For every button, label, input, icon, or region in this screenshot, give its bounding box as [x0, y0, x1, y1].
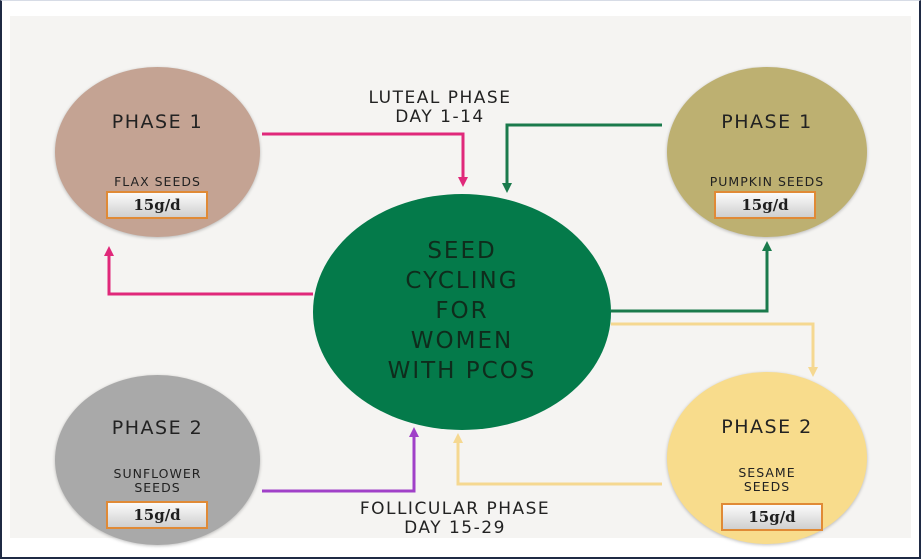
flax-seeds-node: PHASE 1 FLAX SEEDS 15g/d: [55, 67, 260, 237]
node-phase-title: PHASE 1: [721, 111, 813, 133]
center-title: SEED CYCLING FOR WOMEN WITH PCOS: [313, 236, 611, 386]
node-phase-title: PHASE 2: [111, 417, 204, 439]
arrow-pumpkin-to-center: [502, 123, 662, 193]
sunflower-seeds-node: PHASE 2 SUNFLOWER SEEDS 15g/d: [55, 375, 260, 545]
dose-badge: 15g/d: [721, 503, 823, 531]
pumpkin-seeds-node: PHASE 1 PUMPKIN SEEDS 15g/d: [667, 67, 867, 237]
arrow-center-to-pumpkin: [611, 241, 772, 313]
node-seed-name: SUNFLOWER SEEDS: [55, 467, 260, 495]
follicular-phase-label: FOLLICULAR PHASE DAY 15-29: [320, 500, 590, 538]
center-line: SEED: [427, 238, 497, 264]
center-line: WITH PCOS: [387, 358, 537, 384]
node-phase-title: PHASE 1: [111, 111, 204, 133]
center-line: CYCLING: [405, 268, 519, 294]
center-line: FOR: [435, 298, 489, 324]
seed-line: SUNFLOWER: [113, 466, 202, 481]
follicular-phase-name: FOLLICULAR PHASE: [359, 499, 551, 519]
luteal-phase-label: LUTEAL PHASE DAY 1-14: [330, 89, 550, 127]
dose-badge: 15g/d: [106, 191, 208, 219]
follicular-phase-days: DAY 15-29: [404, 518, 506, 538]
sesame-seeds-node: PHASE 2 SESAME SEEDS 15g/d: [667, 372, 867, 544]
dose-badge: 15g/d: [714, 191, 816, 219]
arrow-center-to-sesame: [611, 322, 818, 377]
luteal-phase-days: DAY 1-14: [395, 107, 485, 127]
seed-line: SEEDS: [743, 479, 791, 494]
arrow-center-to-flax: [104, 246, 313, 296]
seed-line: SEEDS: [134, 480, 181, 495]
node-seed-name: PUMPKIN SEEDS: [709, 174, 825, 189]
node-seed-name: FLAX SEEDS: [114, 174, 201, 189]
dose-badge: 15g/d: [106, 501, 208, 529]
arrow-flax-to-center: [262, 132, 468, 187]
center-line: WOMEN: [410, 328, 514, 354]
arrow-sesame-to-center: [453, 433, 662, 486]
arrow-sunflower-to-center: [262, 427, 419, 493]
seed-cycling-center-node: SEED CYCLING FOR WOMEN WITH PCOS: [313, 194, 611, 430]
seed-line: SESAME: [738, 465, 796, 480]
node-seed-name: SESAME SEEDS: [667, 466, 867, 494]
node-phase-title: PHASE 2: [721, 416, 813, 438]
luteal-phase-name: LUTEAL PHASE: [368, 88, 512, 108]
